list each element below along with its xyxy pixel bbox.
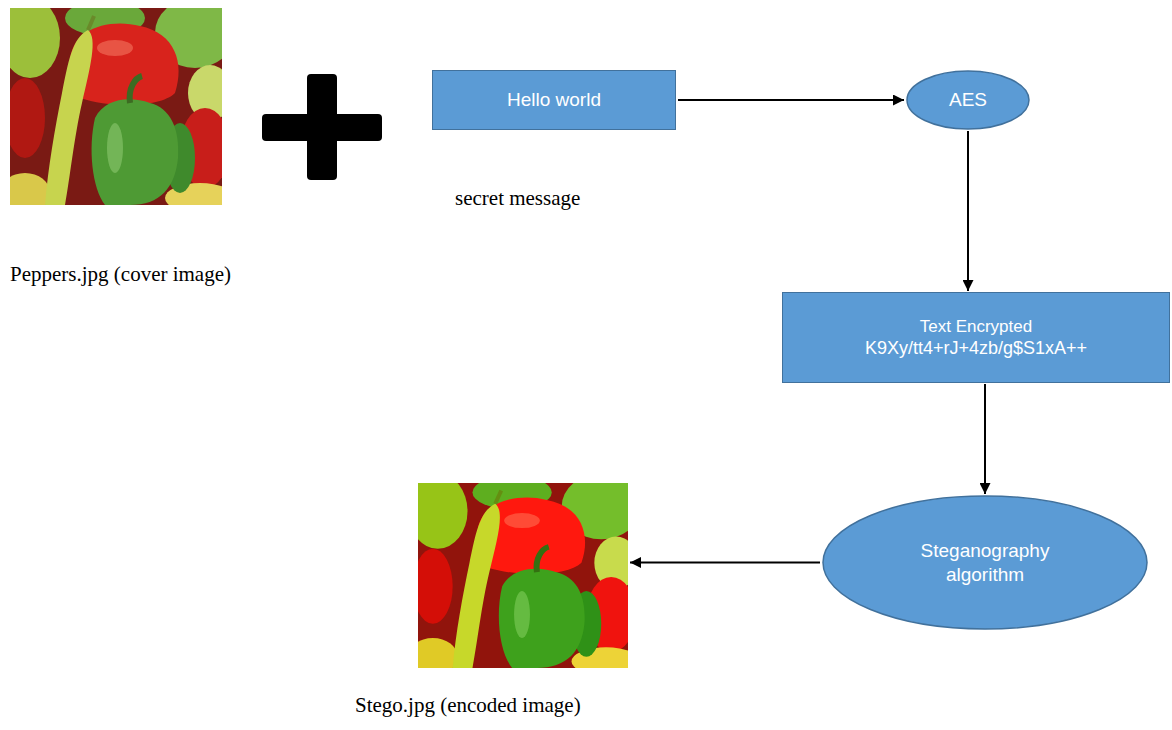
arrow-connector xyxy=(967,131,969,291)
node-text: K9Xy/tt4+rJ+4zb/g$S1xA++ xyxy=(865,337,1087,360)
arrow-connector xyxy=(630,562,820,564)
arrow-connector xyxy=(678,99,904,101)
process-box: Hello world xyxy=(432,70,676,130)
ellipse-outline xyxy=(822,495,1148,630)
node-caption: secret message xyxy=(455,186,580,211)
process-box: Text EncryptedK9Xy/tt4+rJ+4zb/g$S1xA++ xyxy=(782,292,1170,383)
stego-image: Stego.jpg (encoded image) xyxy=(418,483,628,668)
pepper-illustration xyxy=(10,8,222,205)
arrow-connector xyxy=(984,384,986,494)
process-ellipse: Steganography algorithm xyxy=(822,495,1148,630)
image-caption: Stego.jpg (encoded image) xyxy=(355,693,581,718)
node-text: Hello world xyxy=(507,88,601,112)
cover-image: Peppers.jpg (cover image) xyxy=(10,8,222,205)
process-ellipse: AES xyxy=(906,70,1030,130)
pepper-illustration xyxy=(418,483,628,668)
node-text: Text Encrypted xyxy=(920,316,1032,337)
node-text: AES xyxy=(949,88,987,112)
plus-symbol xyxy=(262,74,382,180)
node-text: Steganography algorithm xyxy=(910,539,1060,587)
image-caption: Peppers.jpg (cover image) xyxy=(10,262,231,287)
